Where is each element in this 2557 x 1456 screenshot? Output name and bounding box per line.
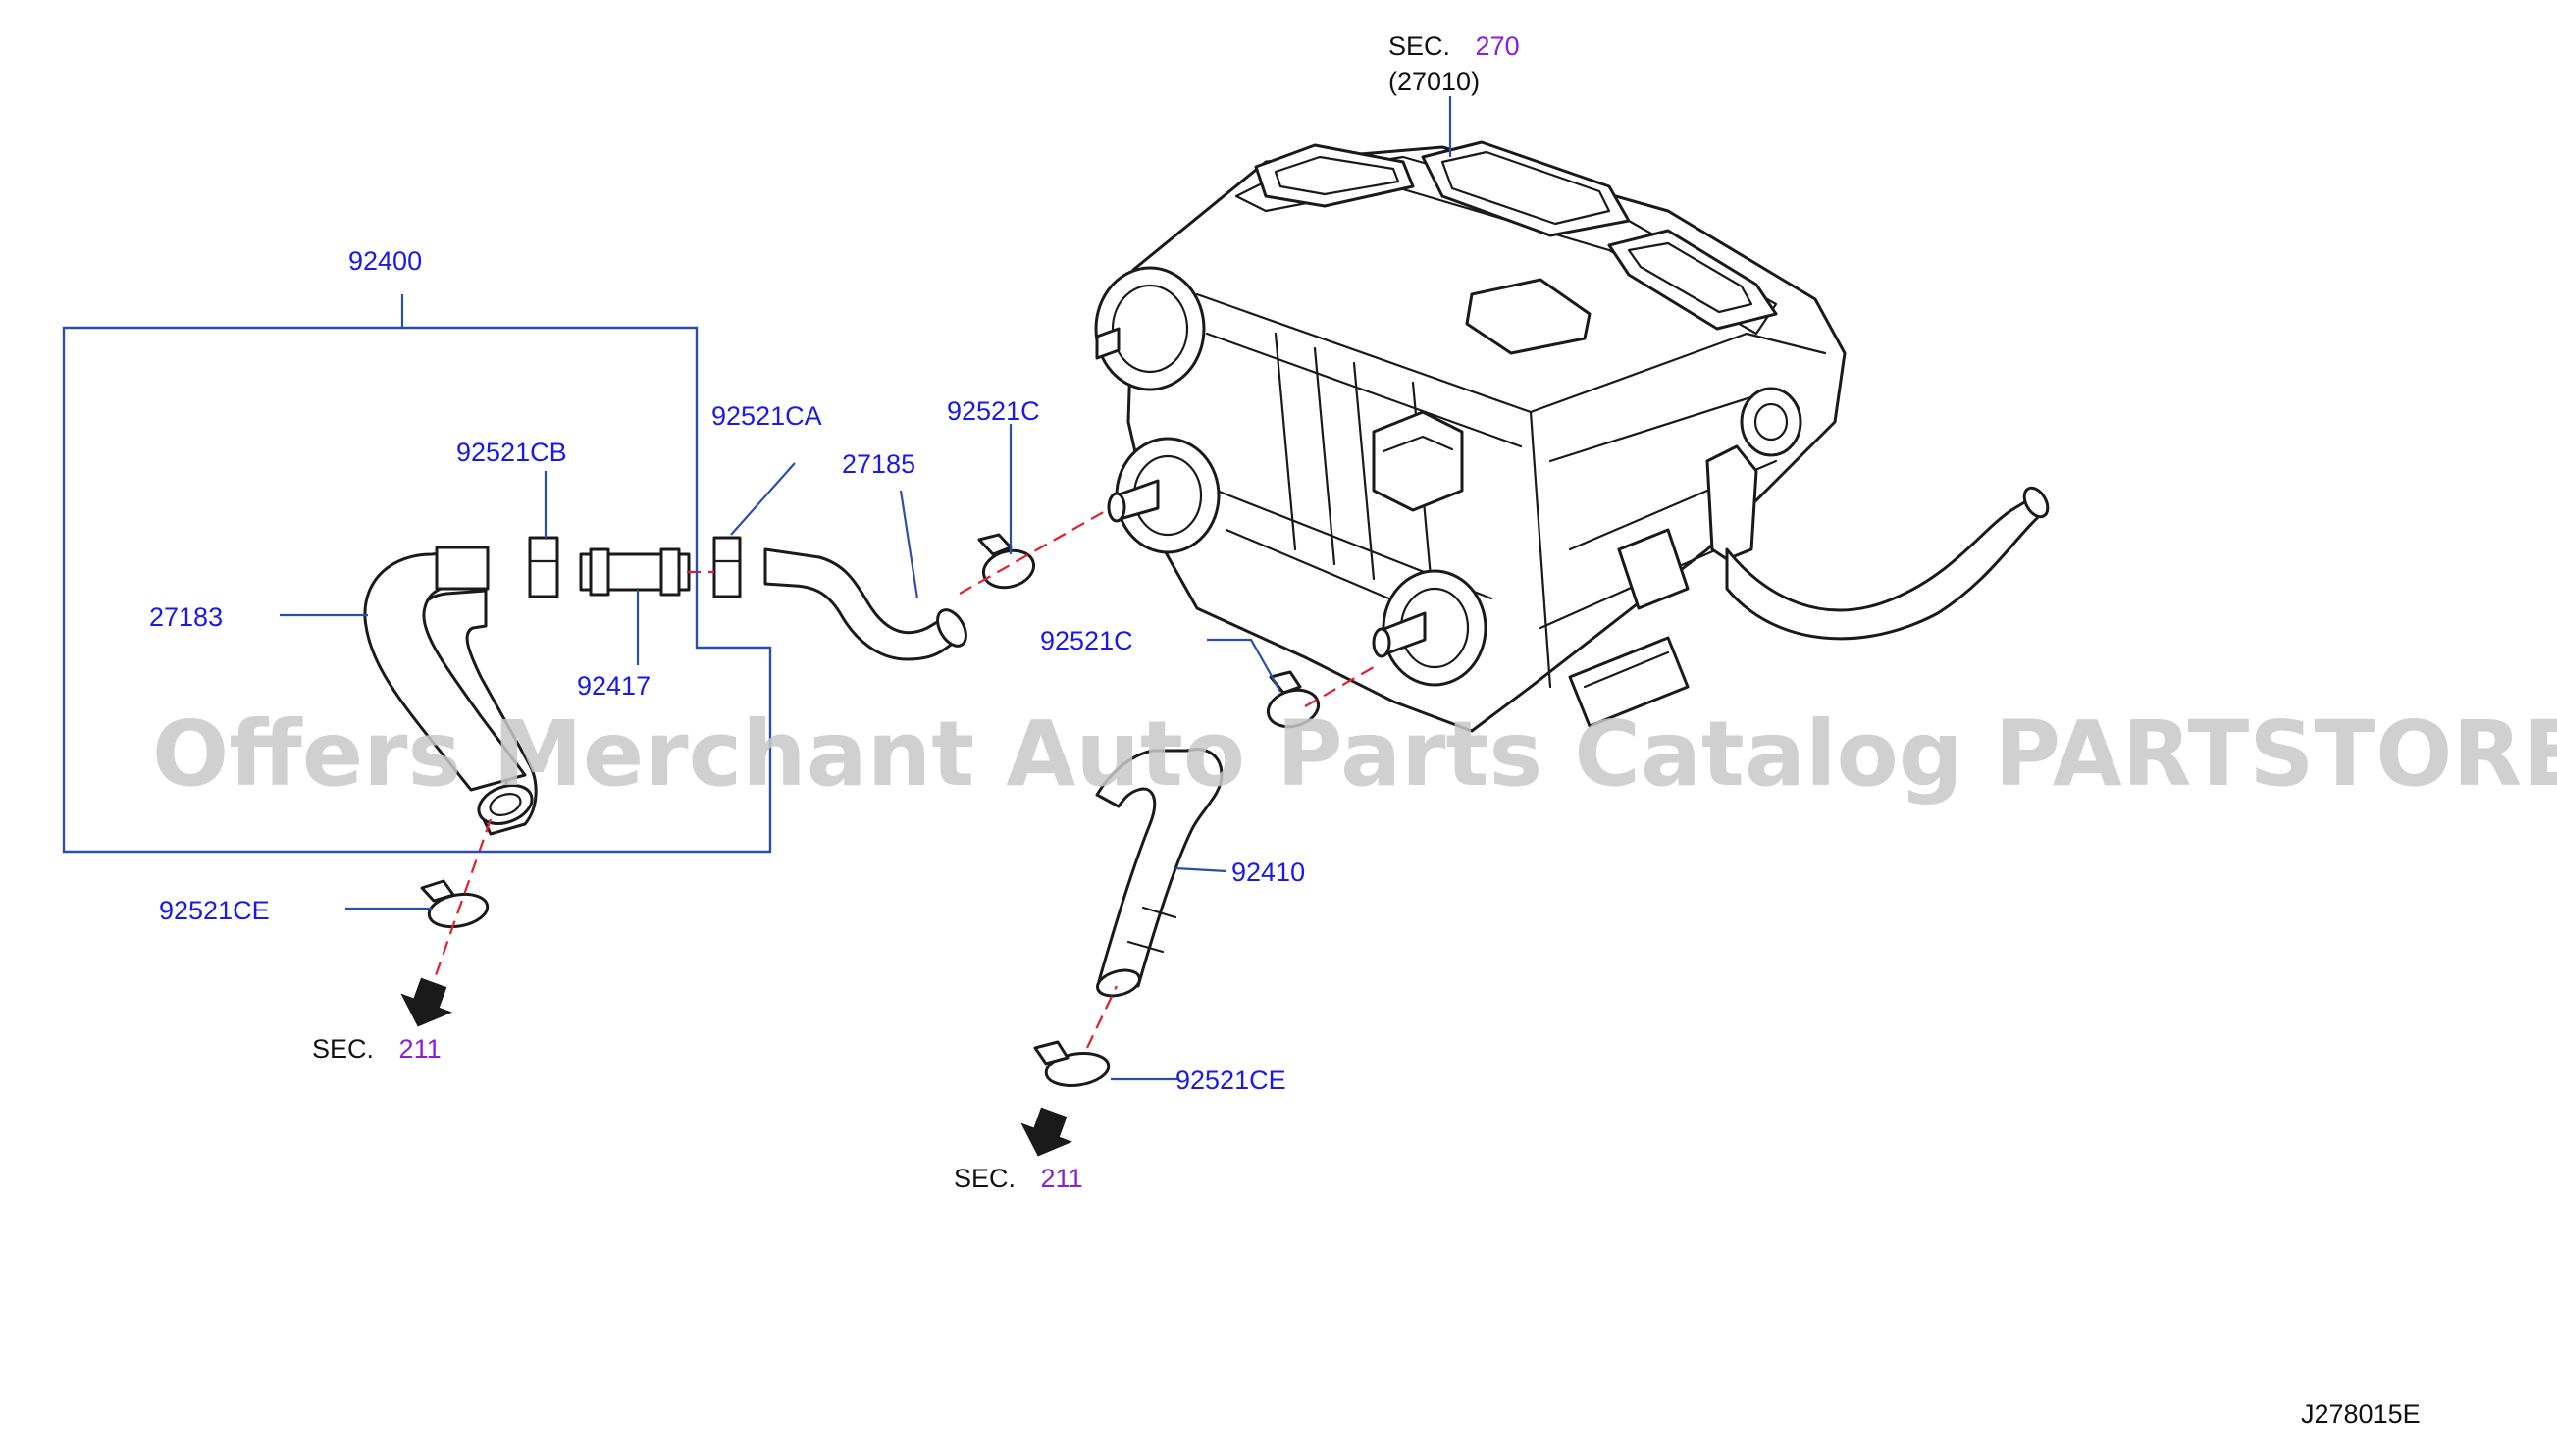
- section-number: 211: [399, 1034, 442, 1064]
- down-arrow-icon: [400, 977, 452, 1027]
- section-prefix: SEC.: [312, 1034, 374, 1064]
- label-92521ce-left[interactable]: 92521CE: [159, 896, 270, 925]
- left-hose-assembly-drawing: [363, 533, 1321, 1157]
- label-92521ce-right[interactable]: 92521CE: [1175, 1066, 1286, 1095]
- watermark-text: Offers Merchant Auto Parts Catalog PARTS…: [152, 702, 2557, 806]
- section-prefix: SEC.: [1388, 31, 1450, 61]
- diagram-code: J278015E: [2301, 1399, 2421, 1429]
- section-refs: SEC. 270 (27010) SEC. 211 SEC. 211: [312, 31, 1520, 1193]
- leader-lines: [62, 96, 1452, 1081]
- section-number: 211: [1041, 1164, 1083, 1193]
- heater-unit-drawing: [1094, 140, 2050, 733]
- label-27185[interactable]: 27185: [842, 449, 915, 479]
- section-sub-top: (27010): [1388, 67, 1480, 96]
- section-number: 270: [1476, 31, 1520, 61]
- section-ref-top[interactable]: SEC. 270: [1388, 31, 1520, 61]
- label-92417[interactable]: 92417: [577, 671, 651, 701]
- label-92521cb[interactable]: 92521CB: [456, 438, 567, 467]
- down-arrow-icon: [1020, 1107, 1072, 1157]
- part-labels: 92400 92521CB 92521CA 27185 92521C 27183…: [149, 246, 1305, 1095]
- label-92521ca[interactable]: 92521CA: [711, 401, 822, 431]
- label-92410[interactable]: 92410: [1231, 858, 1305, 887]
- label-92521c-top[interactable]: 92521C: [947, 396, 1040, 426]
- section-prefix: SEC.: [954, 1164, 1016, 1193]
- label-92521c-mid[interactable]: 92521C: [1040, 626, 1133, 655]
- label-27183[interactable]: 27183: [149, 602, 223, 632]
- section-ref-bottom-left[interactable]: SEC. 211: [312, 1034, 442, 1064]
- flow-lines: [432, 509, 1375, 1049]
- label-92400[interactable]: 92400: [348, 246, 422, 276]
- section-ref-bottom-right[interactable]: SEC. 211: [954, 1164, 1083, 1193]
